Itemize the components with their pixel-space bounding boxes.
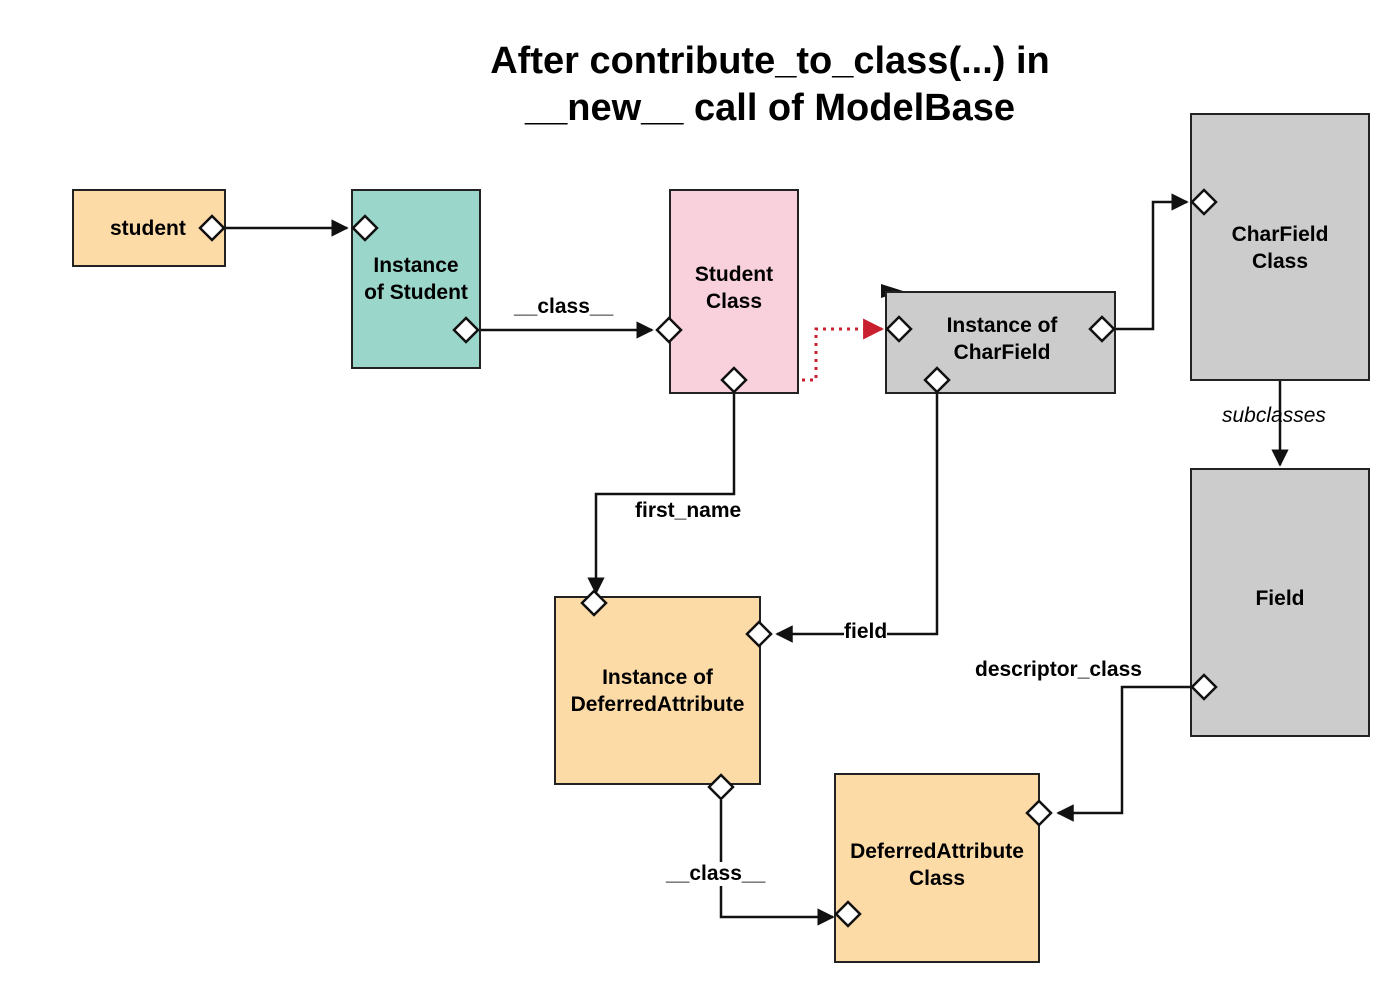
port-diamond-studentclass-in	[655, 316, 683, 344]
edge-label-subclasses: subclasses	[1222, 404, 1326, 427]
port-diamond-field-out	[1190, 673, 1218, 701]
node-instance-of-student-line1: Instance	[373, 254, 459, 277]
edge-label-class-2: __class__	[666, 862, 766, 886]
node-student-class-line2: Class	[705, 290, 763, 313]
edge-charfield-to-class	[1114, 193, 1189, 331]
node-deferredattribute-class: DeferredAttribute Class	[834, 773, 1040, 963]
port-diamond-charfield-out	[1088, 315, 1116, 343]
port-diamond-charfield-in	[885, 315, 913, 343]
node-field: Field	[1190, 468, 1370, 737]
node-student-class-line1: Student	[694, 263, 774, 286]
node-instance-of-student-line2: of Student	[364, 281, 468, 304]
edge-label-class-1: __class__	[514, 295, 614, 318]
port-diamond-deferred-bottom	[707, 773, 735, 801]
port-diamond-charfieldclass-in	[1190, 188, 1218, 216]
edge-class-to-deferred-class	[719, 800, 835, 926]
port-diamond-instance-in	[351, 214, 379, 242]
node-deferredattribute-class-line1: DeferredAttribute	[850, 840, 1024, 863]
node-instance-of-deferredattribute: Instance of DeferredAttribute	[554, 596, 761, 785]
title-line-2: __new__ call of ModelBase	[525, 87, 1015, 129]
node-instance-of-deferredattribute-line1: Instance of	[602, 665, 713, 689]
port-diamond-student	[198, 214, 226, 242]
port-diamond-deferredclass-left	[834, 900, 862, 928]
title-line-1: After contribute_to_class(...) in	[490, 40, 1050, 82]
edge-field-to-deferred	[775, 393, 939, 643]
node-instance-of-student: Instance of Student	[351, 189, 481, 369]
port-diamond-studentclass-out	[720, 366, 748, 394]
node-instance-of-charfield: Instance of CharField	[885, 291, 1116, 394]
edge-descriptor-class	[1056, 685, 1191, 822]
node-student-label: student	[110, 216, 186, 240]
edge-label-first-name: first_name	[635, 499, 742, 523]
port-diamond-deferred-top	[580, 589, 608, 617]
edge-label-field: field	[844, 620, 888, 644]
node-deferredattribute-class-line2: Class	[908, 867, 966, 890]
node-charfield-class: CharField Class	[1190, 113, 1370, 381]
node-instance-of-deferredattribute-line2: DeferredAttribute	[570, 692, 745, 716]
port-diamond-charfield-field	[923, 366, 951, 394]
diagram-title: After contribute_to_class(...) in __new_…	[370, 38, 1170, 132]
node-instance-of-charfield-line1: Instance of	[946, 313, 1058, 337]
port-diamond-instance-out	[452, 316, 480, 344]
edge-label-descriptor-class: descriptor_class	[975, 658, 1142, 681]
node-instance-of-charfield-line2: CharField	[953, 340, 1051, 364]
port-diamond-deferredclass-right	[1025, 799, 1053, 827]
port-diamond-deferred-right	[745, 620, 773, 648]
node-charfield-class-line2: Class	[1251, 250, 1309, 273]
node-field-label: Field	[1255, 587, 1305, 610]
node-student-class: Student Class	[669, 189, 799, 394]
node-charfield-class-line1: CharField	[1231, 223, 1329, 246]
edge-first-name	[587, 393, 736, 595]
